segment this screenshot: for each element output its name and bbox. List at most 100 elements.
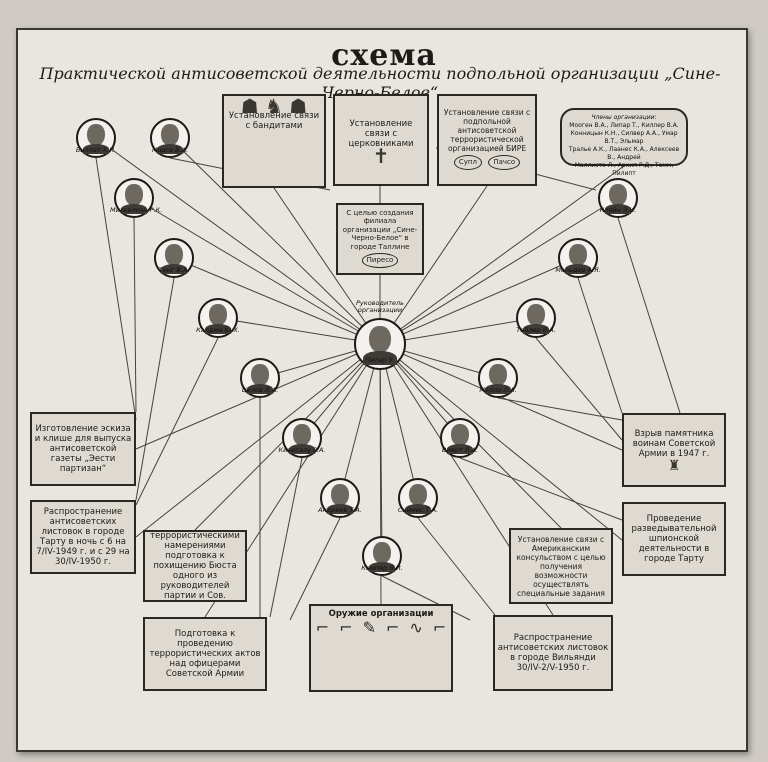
- box-terror-label: Подготовка к проведению террористических…: [149, 629, 261, 679]
- members-line: Конницын К.Н., Силвер А.А., Умар В.Т., Э…: [570, 130, 678, 145]
- members-line: Тралье А.К., Лаанес К.А., Алексеев В., А…: [568, 146, 680, 161]
- member-portrait: Кивисалу Р.А.: [278, 418, 326, 458]
- box-weapons-label: Оружие организации: [328, 609, 434, 619]
- box-spy-org-label: Установление связи с подпольной антисове…: [443, 108, 531, 153]
- connection-line: [379, 185, 488, 345]
- box-newspaper: Изготовление эскиза и клише для выпуска …: [30, 412, 136, 486]
- box-leaflets: Распространение антисоветских листовок в…: [30, 500, 136, 574]
- member-name: Сиймис Т.А.: [397, 506, 439, 514]
- connection-line: [269, 457, 303, 618]
- member-portrait: Мооге В.А.: [150, 118, 190, 158]
- spy-tag-two: Пачсо: [488, 155, 521, 170]
- members-oval: Члены организации: Мооген В.А., Липар Т.…: [560, 108, 688, 177]
- member-name: Кампер Я.И.: [361, 564, 403, 572]
- box-western: С целью создания филиала организации „Си…: [336, 203, 424, 275]
- member-name: Кивисалу Р.А.: [278, 446, 326, 454]
- connection-line: [379, 317, 537, 345]
- connection-line: [497, 397, 623, 421]
- member-portrait: Сиймис Т.А.: [398, 478, 438, 518]
- connection-line: [459, 457, 623, 521]
- member-portrait: Мельдер А.Я.: [555, 238, 601, 278]
- pistol-icon: ⌐: [432, 618, 447, 637]
- box-leaflets-label: Распространение антисоветских листовок в…: [36, 507, 130, 567]
- connection-line: [381, 575, 471, 621]
- member-name: Калдма Ю.Х.: [196, 326, 240, 334]
- box-bandits-label: Установление связи с бандитами: [228, 111, 320, 131]
- member-name: Мооге В.А.: [151, 146, 189, 154]
- connection-line: [95, 137, 381, 345]
- box-recon-label: Проведение разведывательной шпионской де…: [631, 514, 717, 564]
- connection-line: [135, 337, 219, 506]
- connection-line: [379, 343, 623, 541]
- connection-line: [135, 343, 381, 538]
- monument-illustration-icon: ♜: [667, 458, 681, 474]
- box-church: Установление связи с церковниками ✝: [333, 94, 429, 186]
- box-spy-org: Установление связи с подпольной антисове…: [437, 94, 537, 186]
- box-foreign-label: Установление связи с Американским консул…: [516, 534, 606, 598]
- member-name: Мельдер А.Я.: [555, 266, 601, 274]
- pistol-icon: ⌐: [339, 618, 353, 637]
- member-name: Тинг В.А.: [158, 266, 190, 274]
- connection-line: [577, 277, 623, 414]
- pistol-icon: ⌐: [386, 618, 400, 637]
- connection-line: [417, 517, 496, 616]
- members-heading: Члены организации:: [591, 114, 657, 121]
- pistol-icon: ⌐: [315, 618, 330, 637]
- box-western-label: С целью создания филиала организации „Си…: [342, 208, 418, 251]
- connection-line: [379, 165, 625, 345]
- spy-tag-one: Супл: [453, 155, 482, 170]
- member-name: Тейлер В.А.: [516, 326, 556, 334]
- portrait-face: [369, 326, 391, 353]
- connection-line: [95, 157, 137, 421]
- diagram-title: схема: [331, 38, 437, 73]
- member-portrait: Андреев Т.А.: [318, 478, 362, 518]
- box-recon: Проведение разведывательной шпионской де…: [622, 502, 726, 576]
- church-illustration-icon: ✝: [372, 144, 390, 168]
- connection-line: [379, 257, 579, 345]
- member-name: Мялло Л.А.: [479, 386, 517, 394]
- member-name: Виерт Л.А.: [441, 446, 479, 454]
- portrait-shoulders: [363, 351, 397, 365]
- box-church-label: Установление связи с церковниками: [348, 119, 414, 149]
- members-line: Маллисте Л., Архип Р.Д., Тамм, Пилипт: [574, 162, 674, 177]
- box-distribution: Распространение антисоветских листовок в…: [493, 615, 613, 691]
- connection-line: [339, 343, 381, 499]
- leader-portrait: Пилар У.: [354, 318, 406, 370]
- member-portrait: Михкелсон Р.К.: [110, 178, 162, 218]
- box-explosion-label: Взрыв памятника воинам Советской Армии в…: [632, 429, 716, 459]
- member-portrait: Целов Л.А.: [240, 358, 280, 398]
- box-kidnap-label: С террористическими намерениями подготов…: [150, 531, 240, 601]
- connection-line: [273, 187, 381, 345]
- member-name: Михкелсон Р.К.: [110, 206, 163, 214]
- connection-line: [217, 317, 381, 345]
- box-explosion: Взрыв памятника воинам Советской Армии в…: [622, 413, 726, 487]
- member-name: Целов Л.А.: [241, 386, 279, 394]
- leader-name: Пилар У.: [365, 356, 395, 364]
- members-line: Мооген В.А., Липар Т., Киллер В.А.: [569, 122, 679, 129]
- member-portrait: Калдма Ю.Х.: [196, 298, 240, 338]
- connection-line: [173, 257, 381, 345]
- connection-line: [133, 217, 137, 413]
- member-portrait: Виерт Л.А.: [440, 418, 480, 458]
- connection-line: [135, 277, 175, 501]
- connection-line: [535, 337, 623, 441]
- knife-icon: ✎: [362, 618, 376, 637]
- member-name: Андреев Т.А.: [318, 506, 362, 514]
- member-name: Виллат Х.Н.: [75, 146, 117, 154]
- member-portrait: Тинг В.А.: [154, 238, 194, 278]
- box-foreign: Установление связи с Американским консул…: [509, 528, 613, 604]
- box-weapons: Оружие организации ⌐ ⌐ ✎ ⌐ ∿ ⌐: [309, 604, 453, 692]
- member-portrait: Мялло Л.А.: [478, 358, 518, 398]
- leader-caption: Руководитель организации: [356, 299, 404, 314]
- rope-icon: ∿: [409, 618, 423, 637]
- bandits-illustration-icon: ☗ ♞ ☗: [240, 94, 308, 118]
- box-terror: Подготовка к проведению террористических…: [143, 617, 267, 691]
- box-kidnap: С террористическими намерениями подготов…: [143, 530, 247, 602]
- connection-line: [379, 343, 383, 557]
- western-tag: Пиресо: [361, 253, 399, 268]
- member-name: Кляйн Э.К.: [599, 206, 637, 214]
- connection-line: [379, 343, 419, 499]
- box-newspaper-label: Изготовление эскиза и клише для выпуска …: [34, 424, 132, 474]
- member-portrait: Кляйн Э.К.: [598, 178, 638, 218]
- weapons-illustration: ⌐ ⌐ ✎ ⌐ ∿ ⌐: [315, 618, 447, 637]
